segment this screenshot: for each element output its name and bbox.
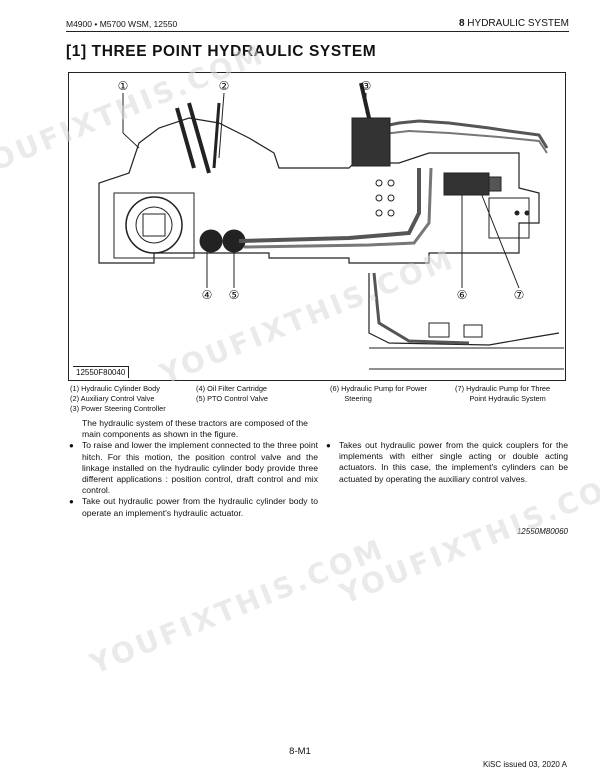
legend-item-6-cont: Steering: [330, 394, 372, 403]
figure-code: 12550F80040: [73, 366, 130, 378]
legend-item-5: (5) PTO Control Valve: [196, 394, 269, 403]
legend-column-4: (7) Hydraulic Pump for Three Point Hydra…: [455, 384, 550, 404]
legend-column-2: (4) Oil Filter Cartridge (5) PTO Control…: [196, 384, 268, 404]
legend-item-1: (1) Hydraulic Cylinder Body: [70, 384, 160, 393]
callout-4: ④: [202, 288, 213, 302]
legend-item-3: (3) Power Steering Controller: [70, 404, 166, 413]
body-left-column: The hydraulic system of these tractors a…: [68, 418, 318, 519]
hydraulic-system-figure: ① ② ③ ④ ⑤ ⑥ ⑦ 12550F80040: [68, 72, 566, 381]
bullet-list-left: To raise and lower the implement connect…: [68, 440, 318, 518]
bullet-item-1: To raise and lower the implement connect…: [68, 440, 318, 496]
intro-paragraph: The hydraulic system of these tractors a…: [82, 418, 308, 440]
legend-item-2: (2) Auxiliary Control Valve: [70, 394, 155, 403]
header-section-number: 8: [458, 18, 465, 29]
bullet-item-3: Takes out hydraulic power from the quick…: [325, 440, 568, 485]
bullet-item-2: Take out hydraulic power from the hydrau…: [68, 496, 318, 518]
legend-column-3: (6) Hydraulic Pump for Power Steering: [330, 384, 427, 404]
callout-6: ⑥: [457, 288, 468, 302]
body-right-column: Takes out hydraulic power from the quick…: [325, 440, 568, 485]
bullet-list-right: Takes out hydraulic power from the quick…: [325, 440, 568, 485]
legend-column-1: (1) Hydraulic Cylinder Body (2) Auxiliar…: [70, 384, 166, 414]
watermark: YOUFIXTHIS.COM: [85, 532, 389, 681]
footer-issue: KiSC issued 03, 2020 A: [482, 760, 567, 769]
callout-1: ①: [118, 79, 129, 93]
callout-2: ②: [219, 79, 230, 93]
header-section-title: 8 HYDRAULIC SYSTEM: [459, 18, 569, 29]
hydraulic-system-diagram: ① ② ③ ④ ⑤ ⑥ ⑦: [98, 79, 564, 370]
document-code: 12550M80060: [516, 527, 568, 536]
callout-7: ⑦: [514, 288, 525, 302]
legend-item-4: (4) Oil Filter Cartridge: [196, 384, 268, 393]
legend-item-6: (6) Hydraulic Pump for Power: [330, 384, 427, 393]
header-rule: [66, 31, 569, 32]
legend-item-7: (7) Hydraulic Pump for Three: [455, 384, 551, 393]
callout-3: ③: [361, 79, 372, 93]
header-model-text: M4900 • M5700 WSM, 12550: [66, 19, 178, 29]
callout-5: ⑤: [229, 288, 240, 302]
page-title: [1] THREE POINT HYDRAULIC SYSTEM: [66, 43, 377, 60]
watermark-text: YOUFIXTHIS.COM: [85, 532, 390, 681]
header-section-name: HYDRAULIC SYSTEM: [464, 18, 569, 29]
page-number: 8-M1: [289, 746, 311, 757]
legend-item-7-cont: Point Hydraulic System: [455, 394, 546, 403]
